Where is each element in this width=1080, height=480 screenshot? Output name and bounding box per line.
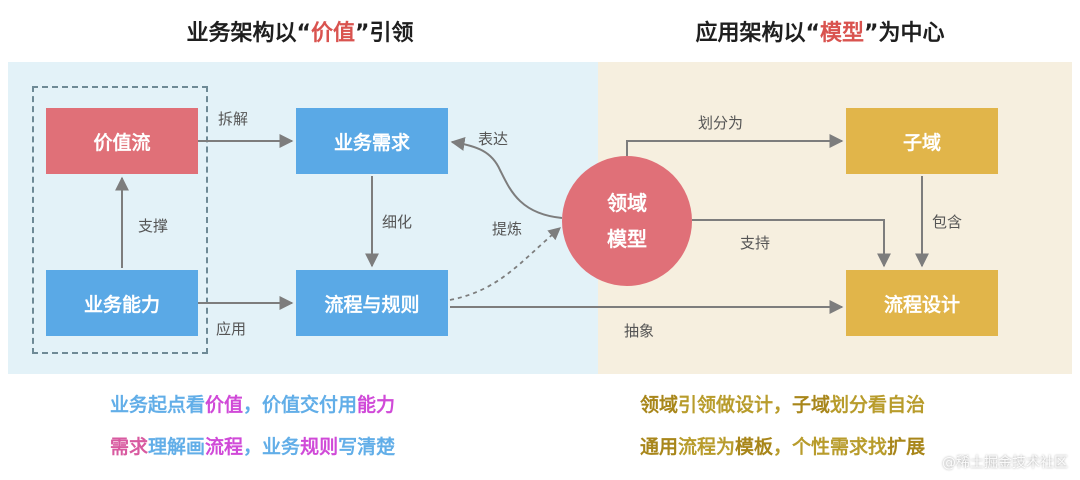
slogan-left-2: 需求理解画流程，业务规则写清楚 [110, 436, 396, 458]
edge-enable [692, 219, 891, 268]
subdomain-node: 子域 [846, 108, 998, 174]
edge-label-support: 支撑 [138, 217, 169, 235]
right-title: 应用架构以“模型”为中心 [695, 21, 945, 46]
edge-label-apply: 应用 [216, 320, 247, 338]
right-title-highlight: 模型 [819, 21, 864, 46]
flow-and-rules-node: 流程与规则 [296, 270, 448, 336]
slogan-right-2: 通用流程为模板，个性需求找扩展 [640, 436, 926, 458]
domain-model-line1: 领域 [607, 191, 647, 215]
edge-label-enable: 支持 [740, 234, 771, 252]
edge-label-divide: 划分为 [698, 114, 744, 132]
slogan-right-1: 领域引领做设计，子域划分看自治 [640, 394, 926, 416]
value-stream-node: 价值流 [46, 108, 198, 174]
left-title: 业务架构以“价值”引领 [186, 21, 414, 46]
edge-divide [626, 134, 844, 156]
left-title-highlight: 价值 [310, 21, 355, 46]
business-capability-node: 业务能力 [46, 270, 198, 336]
business-requirement-node: 业务需求 [296, 108, 448, 174]
edge-label-express: 表达 [478, 130, 509, 148]
watermark: @稀土掘金技术社区 [942, 455, 1068, 471]
edge-label-extract: 提炼 [492, 220, 523, 238]
value-capability-group [32, 86, 208, 354]
domain-model-node: 领域 模型 [562, 156, 692, 286]
edge-label-refine: 细化 [382, 213, 413, 231]
process-design-node: 流程设计 [846, 270, 998, 336]
edge-label-abstract: 抽象 [624, 322, 655, 340]
edge-express [450, 136, 563, 219]
edge-label-dismantle: 拆解 [218, 110, 249, 128]
slogan-left-1: 业务起点看价值，价值交付用能力 [110, 394, 396, 416]
edge-extract [449, 227, 561, 301]
domain-model-line2: 模型 [607, 227, 647, 251]
edge-label-contain: 包含 [932, 213, 963, 231]
